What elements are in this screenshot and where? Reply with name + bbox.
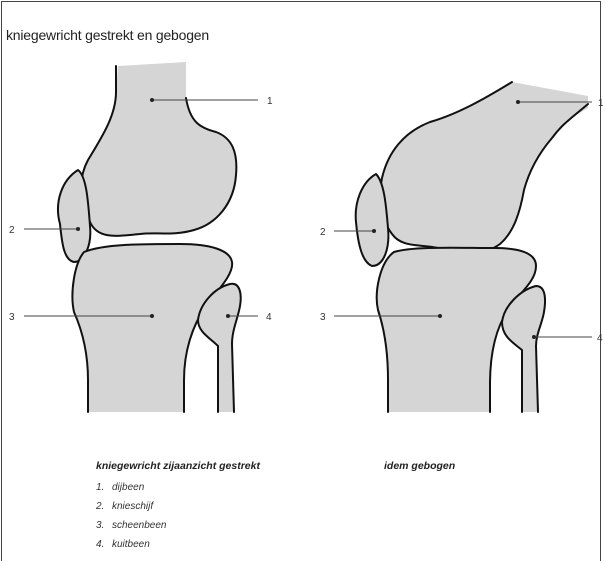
left-femur [81, 62, 236, 236]
left-label-2: 2 [9, 225, 15, 236]
left-caption: kniegewricht zijaanzicht gestrekt [96, 460, 260, 472]
right-knee-diagram: 1 2 3 4 [320, 82, 604, 412]
left-label-3: 3 [9, 312, 15, 323]
left-knee-diagram: 1 2 3 4 [9, 62, 273, 412]
legend-item-1: 1.dijbeen [96, 482, 144, 493]
left-label-4: 4 [266, 312, 272, 323]
right-patella [356, 174, 389, 266]
right-label-2: 2 [320, 227, 326, 238]
legend-item-3: 3.scheenbeen [96, 520, 167, 531]
legend-item-2: 2.knieschijf [96, 501, 153, 512]
legend-number: 1. [96, 482, 112, 493]
right-caption: idem gebogen [384, 460, 455, 472]
legend-number: 3. [96, 520, 112, 531]
legend-number: 4. [96, 539, 112, 550]
legend-item-4: 4.kuitbeen [96, 539, 150, 550]
legend-text: dijbeen [112, 482, 144, 493]
left-label-1: 1 [267, 96, 273, 107]
right-femur [380, 82, 588, 253]
legend-number: 2. [96, 501, 112, 512]
legend-text: knieschijf [112, 501, 153, 512]
right-label-1: 1 [598, 98, 604, 109]
left-patella [58, 170, 90, 262]
legend-text: scheenbeen [112, 520, 167, 531]
right-label-3: 3 [320, 312, 326, 323]
right-label-4: 4 [597, 333, 603, 344]
legend-text: kuitbeen [112, 539, 150, 550]
